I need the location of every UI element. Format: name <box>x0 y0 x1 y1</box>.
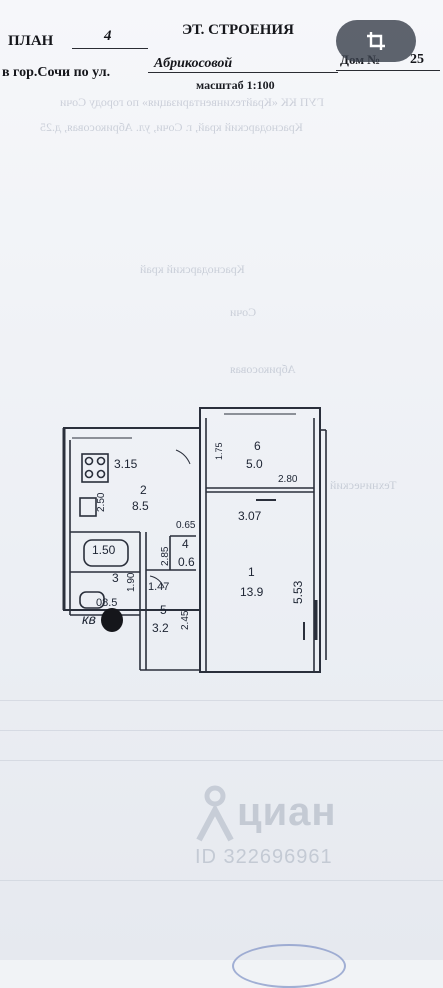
sheet-line <box>0 730 443 731</box>
watermark-brand: циан <box>237 790 337 834</box>
room-area-1: 13.9 <box>240 585 264 599</box>
crop-button[interactable] <box>336 20 416 62</box>
dim-2-80: 2.80 <box>278 474 298 485</box>
dim-0-65: 0.65 <box>176 520 196 531</box>
dim-5-53: 5.53 <box>291 580 305 604</box>
dim-2-85: 2.85 <box>160 546 171 566</box>
dim-1-90: 1.90 <box>126 572 137 592</box>
dim-1-47: 1.47 <box>148 581 169 593</box>
floor-plan: 3.15 2 8.5 6 5.0 2.80 3.07 0.65 4 0.6 1 … <box>62 407 327 673</box>
plan-label: ПЛАН <box>8 33 54 49</box>
room-number-1: 1 <box>248 565 255 579</box>
plan-underline <box>72 48 148 49</box>
house-number: 25 <box>410 52 424 67</box>
room-area-2: 8.5 <box>132 499 149 513</box>
stamp <box>232 944 346 988</box>
room-area-5: 3.2 <box>152 621 169 635</box>
room-number-4: 4 <box>182 537 189 551</box>
watermark: циан ID 322696961 <box>195 780 336 868</box>
ink-blot <box>101 608 123 632</box>
room-number-6: 6 <box>254 439 261 453</box>
room-area-3: 08.5 <box>96 597 117 609</box>
floor-label: ЭТ. СТРОЕНИЯ <box>182 22 294 38</box>
dim-3-07: 3.07 <box>238 509 262 523</box>
room-area-4: 0.6 <box>178 555 195 569</box>
dim-1-50: 1.50 <box>92 543 116 557</box>
plan-number: 4 <box>104 28 112 44</box>
watermark-id: ID 322696961 <box>195 846 333 868</box>
dim-2-50: 2.50 <box>96 492 107 512</box>
dim-1-75: 1.75 <box>214 442 224 460</box>
room-number-3: 3 <box>112 571 119 585</box>
street-name: Абрикосовой <box>154 56 233 71</box>
location-pin-icon <box>196 785 234 842</box>
house-underline <box>336 70 440 71</box>
city-street-label: в гор.Сочи по ул. <box>2 65 111 80</box>
room-number-5: 5 <box>160 603 167 617</box>
room-area-6: 5.0 <box>246 457 263 471</box>
room-number-2: 2 <box>140 483 147 497</box>
apartment-label: кв <box>82 611 96 627</box>
sheet-line <box>0 760 443 761</box>
street-underline <box>148 72 338 73</box>
crop-icon <box>367 32 385 50</box>
sheet-line <box>0 880 443 881</box>
dim-2-45: 2.45 <box>180 610 191 630</box>
scale-label: масштаб 1:100 <box>196 78 275 92</box>
sheet-line <box>0 700 443 701</box>
room-label-kitchen-dim: 3.15 <box>114 457 138 471</box>
